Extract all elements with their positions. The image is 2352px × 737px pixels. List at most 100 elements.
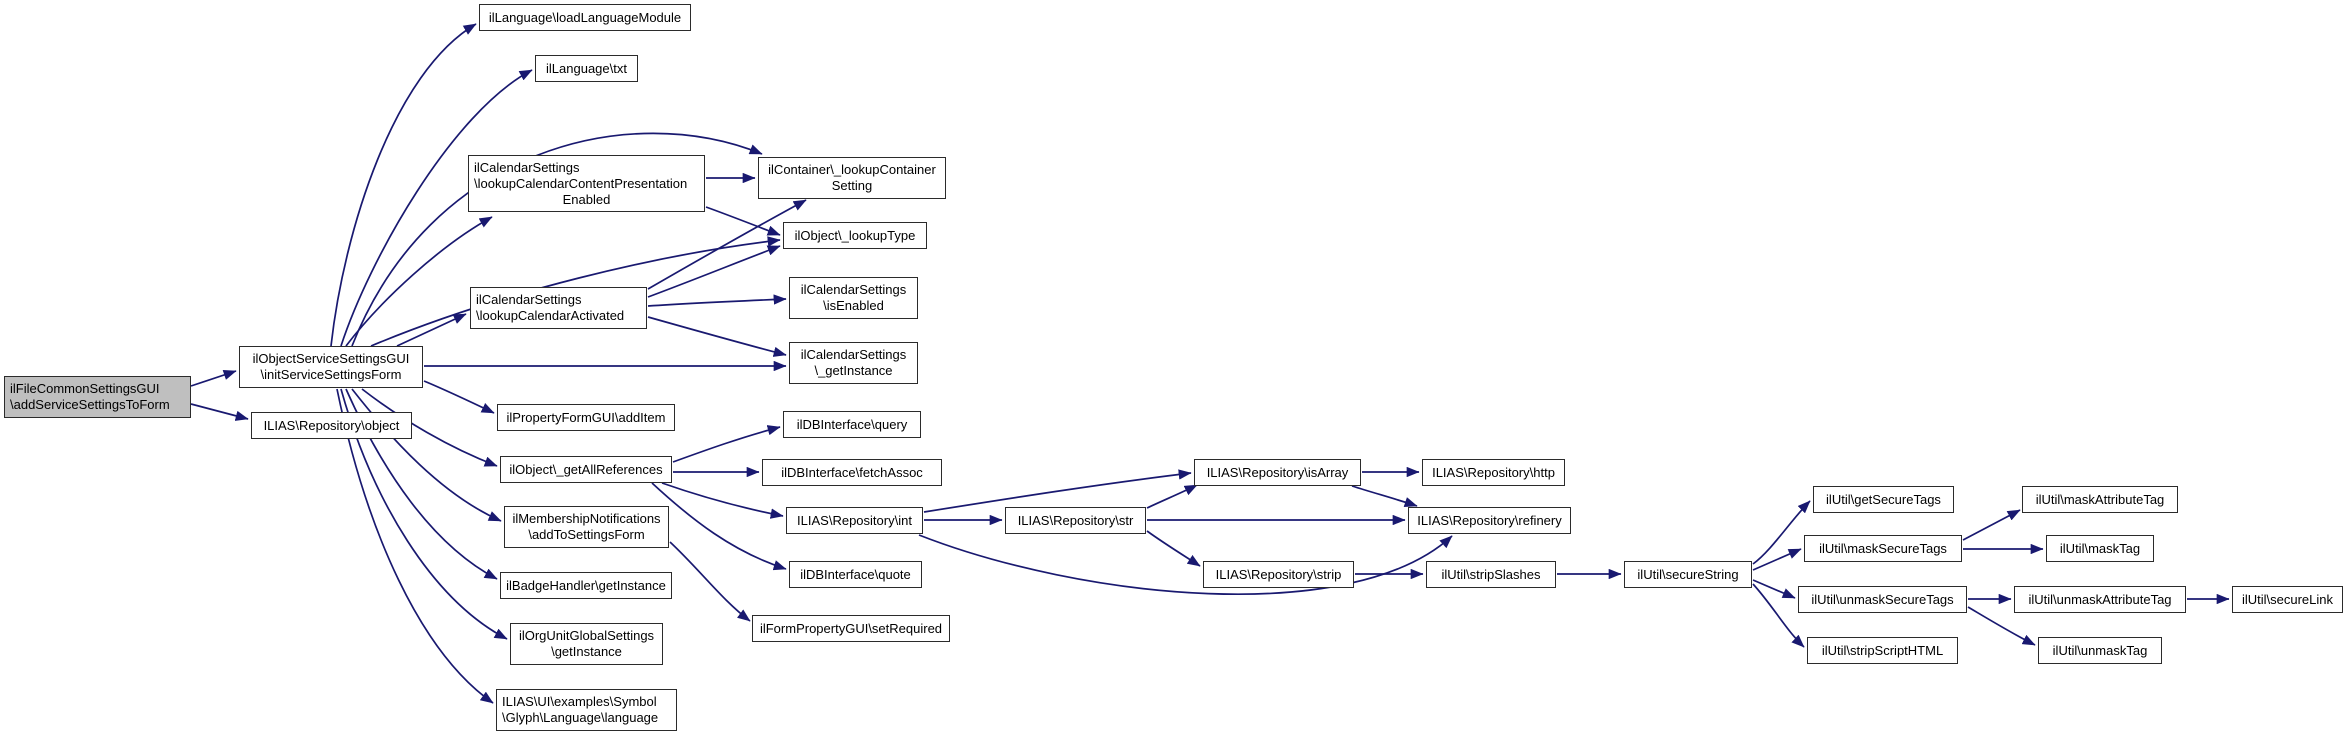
edge-initServiceSettingsForm-loadLanguageModule [330, 23, 477, 347]
node-lookupType[interactable]: ilObject\_lookupType [783, 222, 927, 249]
node-stripSlashes[interactable]: ilUtil\stripSlashes [1426, 561, 1556, 588]
node-fetchAssoc[interactable]: ilDBInterface\fetchAssoc [762, 459, 942, 486]
node-label-line: ilDBInterface\query [796, 416, 908, 432]
node-label-line: Enabled [562, 191, 611, 207]
node-label-line: \addToSettingsForm [528, 527, 645, 542]
node-repositoryObject[interactable]: ILIAS\Repository\object [251, 412, 412, 439]
edge-maskSecureTags-maskAttributeTag [1962, 509, 2021, 541]
node-label-line: ilUtil\stripSlashes [1441, 566, 1541, 582]
node-strip[interactable]: ILIAS\Repository\strip [1203, 561, 1354, 588]
edge-repoInt-isArray [923, 469, 1192, 513]
node-label-line: ILIAS\Repository\refinery [1417, 512, 1562, 528]
node-label-line: ilObject\_lookupType [794, 227, 916, 243]
node-label-line: ilUtil\secureLink [2241, 591, 2334, 607]
edge-initServiceSettingsForm-addItem [423, 380, 495, 414]
node-label-line: ilCalendarSettings [474, 159, 580, 175]
edge-group [190, 23, 2230, 704]
node-label-line: ilCalendarSettings [800, 347, 907, 362]
node-languageGlyph[interactable]: ILIAS\UI\examples\Symbol\Glyph\Language\… [496, 689, 677, 731]
node-label-line: ilUtil\getSecureTags [1826, 491, 1941, 507]
node-query[interactable]: ilDBInterface\query [783, 411, 921, 438]
node-label-line: ilUtil\maskAttributeTag [2035, 491, 2165, 507]
node-unmaskAttributeTag[interactable]: ilUtil\unmaskAttributeTag [2014, 586, 2186, 613]
edge-secureString-stripScriptHTML [1752, 583, 1805, 648]
node-repoStr[interactable]: ILIAS\Repository\str [1005, 507, 1146, 534]
node-label-line: ilUtil\unmaskSecureTags [1811, 591, 1954, 607]
node-label-line: ilLanguage\txt [546, 60, 627, 76]
node-lookupCalendarActivated[interactable]: ilCalendarSettings\lookupCalendarActivat… [470, 287, 647, 329]
node-label-line: \lookupCalendarContentPresentation [474, 175, 688, 191]
edge-getAllReferences-repoInt [661, 482, 784, 519]
edge-lookupCalendarActivated-calendarGetInstance [647, 316, 787, 357]
node-unmaskSecureTags[interactable]: ilUtil\unmaskSecureTags [1798, 586, 1967, 613]
node-repoInt[interactable]: ILIAS\Repository\int [786, 507, 923, 534]
node-http[interactable]: ILIAS\Repository\http [1422, 459, 1565, 486]
node-getSecureTags[interactable]: ilUtil\getSecureTags [1813, 486, 1954, 513]
edge-getAllReferences-quote [651, 482, 787, 571]
node-calendarGetInstance[interactable]: ilCalendarSettings\_getInstance [789, 342, 918, 384]
edge-repoInt-refinery [918, 534, 1453, 596]
node-label-line: ilUtil\stripScriptHTML [1821, 642, 1944, 658]
node-label-line: ilDBInterface\quote [800, 566, 911, 582]
node-label-line: ilUtil\maskSecureTags [1819, 540, 1947, 556]
edge-lookupCalendarActivated-lookupContainerSetting [647, 199, 807, 290]
node-loadLanguageModule[interactable]: ilLanguage\loadLanguageModule [479, 4, 691, 31]
node-label-line: \Glyph\Language\language [502, 710, 659, 725]
node-lookupCalendarContentPresentationEnabled[interactable]: ilCalendarSettings\lookupCalendarContent… [468, 155, 705, 212]
node-label-line: \getInstance [551, 644, 622, 659]
node-label-line: ilDBInterface\fetchAssoc [781, 464, 923, 480]
node-label-line: ilUtil\unmaskTag [2052, 642, 2148, 658]
edge-addServiceSettingsToForm-repositoryObject [190, 403, 249, 421]
node-label-line: \isEnabled [823, 298, 884, 313]
node-maskSecureTags[interactable]: ilUtil\maskSecureTags [1804, 535, 1962, 562]
node-unmaskTag[interactable]: ilUtil\unmaskTag [2038, 637, 2162, 664]
node-label-line: ilUtil\secureString [1637, 566, 1739, 582]
node-maskTag[interactable]: ilUtil\maskTag [2046, 535, 2154, 562]
node-label-line: ilObjectServiceSettingsGUI [252, 351, 410, 366]
node-setRequired[interactable]: ilFormPropertyGUI\setRequired [752, 615, 950, 642]
edge-lookupCalendarActivated-lookupType [647, 245, 781, 298]
node-label-line: ilFileCommonSettingsGUI [10, 381, 160, 396]
node-label-line: \_getInstance [814, 363, 893, 378]
node-secureLink[interactable]: ilUtil\secureLink [2232, 586, 2343, 613]
node-label-line: ILIAS\Repository\str [1017, 512, 1134, 528]
edge-lookupCalendarActivated-isEnabled [647, 294, 787, 307]
node-addToSettingsForm[interactable]: ilMembershipNotifications\addToSettingsF… [504, 506, 669, 548]
edge-initServiceSettingsForm-lookupType [370, 236, 781, 347]
node-initServiceSettingsForm[interactable]: ilObjectServiceSettingsGUI\initServiceSe… [239, 346, 423, 388]
node-label-line: ilObject\_getAllReferences [509, 461, 663, 477]
edge-addServiceSettingsToForm-initServiceSettingsForm [190, 369, 237, 387]
node-label-line: ilUtil\unmaskAttributeTag [2028, 591, 2172, 607]
node-refinery[interactable]: ILIAS\Repository\refinery [1408, 507, 1571, 534]
edge-secureString-unmaskSecureTags [1752, 579, 1796, 599]
node-isEnabled[interactable]: ilCalendarSettings\isEnabled [789, 277, 918, 319]
node-label-line: ilLanguage\loadLanguageModule [488, 9, 682, 25]
node-addItem[interactable]: ilPropertyFormGUI\addItem [497, 404, 675, 431]
node-stripScriptHTML[interactable]: ilUtil\stripScriptHTML [1807, 637, 1958, 664]
node-orgUnitGetInstance[interactable]: ilOrgUnitGlobalSettings\getInstance [510, 623, 663, 665]
edge-addToSettingsForm-setRequired [669, 541, 751, 622]
node-quote[interactable]: ilDBInterface\quote [789, 561, 922, 588]
node-isArray[interactable]: ILIAS\Repository\isArray [1194, 459, 1361, 486]
node-addServiceSettingsToForm: ilFileCommonSettingsGUI\addServiceSettin… [4, 376, 191, 418]
node-label-line: ILIAS\Repository\http [1432, 464, 1555, 480]
node-label-line: ILIAS\UI\examples\Symbol [502, 694, 657, 709]
edge-unmaskSecureTags-unmaskTag [1967, 606, 2036, 646]
edge-repoStr-strip [1146, 530, 1201, 567]
node-badgeGetInstance[interactable]: ilBadgeHandler\getInstance [500, 572, 672, 599]
node-maskAttributeTag[interactable]: ilUtil\maskAttributeTag [2022, 486, 2178, 513]
edge-initServiceSettingsForm-getAllReferences [361, 388, 498, 467]
node-label-line: ILIAS\Repository\object [263, 417, 400, 433]
node-label-line: ilPropertyFormGUI\addItem [506, 409, 666, 425]
edge-initServiceSettingsForm-languageGlyph [336, 388, 494, 704]
node-secureString[interactable]: ilUtil\secureString [1624, 561, 1752, 588]
node-txt[interactable]: ilLanguage\txt [535, 55, 638, 82]
edge-initServiceSettingsForm-txt [340, 69, 533, 347]
node-label-line: ilMembershipNotifications [512, 511, 661, 526]
node-label-line: ilContainer\_lookupContainer [768, 162, 936, 177]
node-getAllReferences[interactable]: ilObject\_getAllReferences [500, 456, 672, 483]
node-label-line: ilCalendarSettings [476, 292, 582, 307]
